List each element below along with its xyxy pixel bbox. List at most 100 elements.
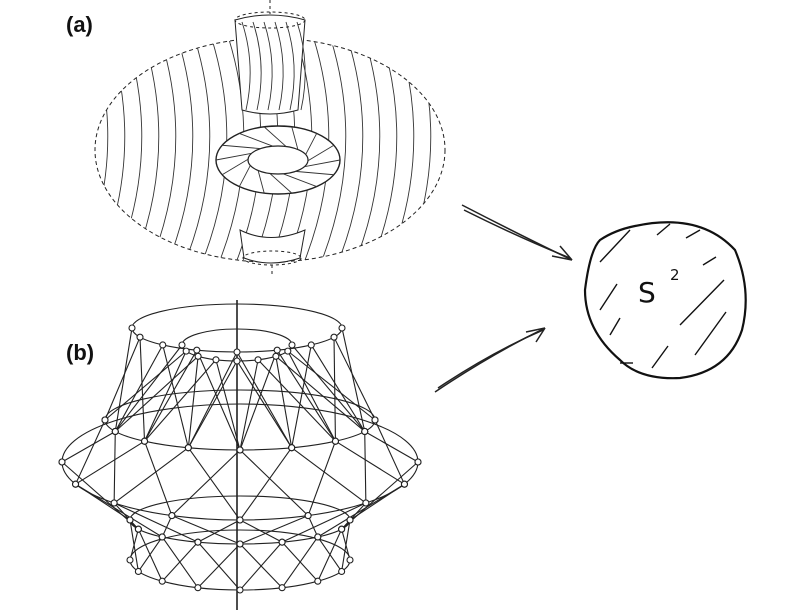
lattice-edge xyxy=(144,441,173,516)
lattice-edge xyxy=(144,359,217,442)
lattice-node xyxy=(159,341,167,349)
lattice-node xyxy=(346,556,354,564)
fiber-line xyxy=(257,170,265,194)
fiber-line xyxy=(351,38,381,262)
fiber-line xyxy=(130,38,160,262)
lattice-edge xyxy=(114,327,133,432)
lattice-node xyxy=(314,533,322,541)
lattice-node xyxy=(331,437,340,445)
fiber-line xyxy=(221,158,249,176)
lattice-edge xyxy=(239,519,283,543)
fiber-line xyxy=(113,38,143,262)
fiber-line xyxy=(95,38,109,262)
lattice-edge xyxy=(139,337,146,442)
sphere-symbol: S xyxy=(638,276,656,309)
lattice-edge xyxy=(113,502,199,543)
inner-ring xyxy=(215,125,341,195)
lattice-edge xyxy=(104,336,141,421)
lattice-node xyxy=(194,352,202,360)
lattice-edge xyxy=(374,419,405,485)
lattice-edge xyxy=(281,502,367,543)
lattice-node xyxy=(194,538,202,546)
lattice-node xyxy=(158,577,166,585)
lattice-edge xyxy=(276,349,336,442)
sphere-superscript: 2 xyxy=(670,266,680,284)
lattice-node xyxy=(194,584,202,592)
arrow-a-to-sphere xyxy=(461,204,573,261)
fiber-line xyxy=(291,126,299,150)
lattice-edge xyxy=(239,349,278,451)
lattice-node xyxy=(101,416,109,424)
lattice-edge xyxy=(75,440,145,485)
lattice-node xyxy=(314,577,322,585)
fiber-line xyxy=(181,38,211,262)
lattice-edge xyxy=(239,449,309,516)
fiber-line xyxy=(274,21,284,111)
sphere-s2 xyxy=(583,221,747,380)
lattice-node xyxy=(182,347,190,355)
fiber-line xyxy=(147,38,177,262)
fiber-line xyxy=(263,21,273,111)
lattice-node xyxy=(126,516,134,524)
lattice-edge xyxy=(239,515,309,545)
lattice-edge xyxy=(307,515,319,538)
lattice-node xyxy=(288,341,296,349)
lattice-node xyxy=(284,347,292,355)
lattice-node xyxy=(233,348,241,356)
fiber-line xyxy=(419,38,445,262)
lattice-edge xyxy=(333,337,337,442)
lattice-edge xyxy=(307,441,336,516)
lattice-edge xyxy=(341,327,366,432)
lattice-node xyxy=(254,356,262,364)
lattice-edge xyxy=(236,360,293,449)
lattice-node xyxy=(307,341,315,349)
lattice-edge xyxy=(161,541,199,582)
lattice-edge xyxy=(171,515,241,545)
lattice-edge xyxy=(341,519,351,572)
lattice-edge xyxy=(236,351,293,448)
lattice-node xyxy=(136,333,144,341)
lattice-edge xyxy=(275,355,366,432)
lattice-node xyxy=(134,525,142,533)
lattice-edge xyxy=(287,350,336,442)
lattice-node xyxy=(304,512,312,520)
lattice-edge xyxy=(287,350,376,421)
panel-label-a: (a) xyxy=(66,12,93,37)
fiber-line xyxy=(385,38,415,262)
lattice-node xyxy=(111,427,119,436)
lattice-node xyxy=(414,458,422,466)
lattice-node xyxy=(288,444,296,452)
lattice-edge xyxy=(341,502,367,530)
top-cylinder xyxy=(234,14,306,115)
lattice-edge xyxy=(137,528,163,582)
lattice-edge xyxy=(257,359,336,442)
lattice-node xyxy=(184,444,192,452)
fiber-line xyxy=(296,21,306,111)
lattice-edge xyxy=(75,483,163,538)
lattice-node xyxy=(58,458,66,466)
lattice-node xyxy=(273,346,281,354)
lattice-node xyxy=(128,324,136,332)
lattice-edge xyxy=(104,350,187,421)
lattice-edge xyxy=(317,528,343,582)
fiber-line xyxy=(222,144,261,150)
lattice-node xyxy=(346,516,354,524)
lattice-node xyxy=(126,556,134,564)
lattice-edge xyxy=(129,529,139,561)
lattice-edge xyxy=(239,447,293,521)
lattice-node xyxy=(330,333,338,341)
lattice-edge xyxy=(196,349,241,451)
lattice-edge xyxy=(239,359,259,451)
lattice-node xyxy=(338,525,346,533)
lattice-edge xyxy=(113,431,116,504)
lattice-fibration xyxy=(58,300,422,610)
lattice-edge xyxy=(114,344,183,432)
lattice-edge xyxy=(113,502,139,530)
lattice-edge xyxy=(114,344,164,432)
lattice-edge xyxy=(364,431,419,463)
lattice-edge xyxy=(310,344,366,432)
fiber-line xyxy=(285,21,295,111)
lattice-node xyxy=(338,567,346,576)
